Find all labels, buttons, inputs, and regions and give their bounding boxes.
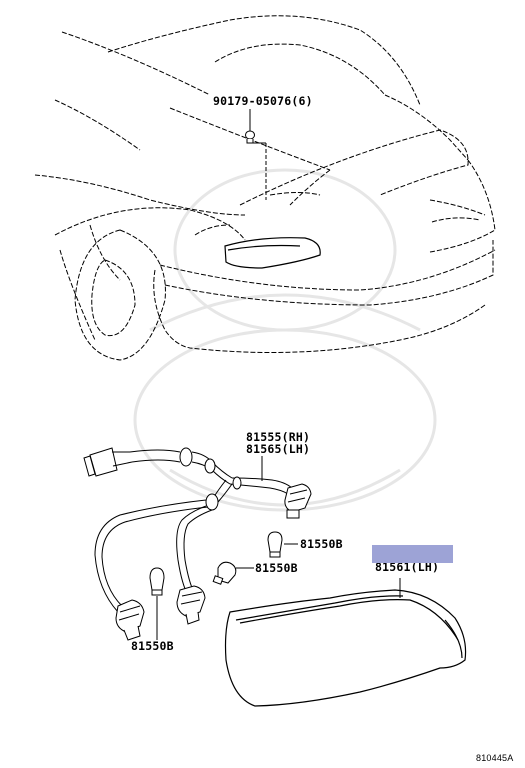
bulb-part-number-upper: 81550B — [300, 537, 343, 551]
bulb-icon — [150, 568, 164, 595]
wire-harness — [84, 448, 292, 612]
tail-lamp-on-vehicle — [225, 238, 320, 268]
bulb-socket-upper — [285, 484, 311, 518]
bulb-socket-lower-center — [177, 586, 205, 624]
bulb-icon — [213, 562, 236, 584]
redaction-box — [372, 545, 453, 563]
lens-lh-part-number: 81561(LH) — [375, 560, 440, 574]
figure-code: 810445A — [476, 753, 514, 763]
socket-lh-part-number: 81565(LH) — [246, 442, 311, 456]
leader-lines — [157, 456, 400, 640]
bulb-socket-lower-left — [116, 600, 144, 640]
vehicle-rear-outline — [35, 16, 495, 360]
bolt-icon — [246, 131, 255, 143]
tail-lamp-lens — [226, 590, 466, 706]
bulb-icon — [268, 532, 282, 557]
bolt-part-number: 90179-05076(6) — [213, 94, 313, 108]
bulb-part-number-middle: 81550B — [255, 561, 298, 575]
bulb-part-number-lower: 81550B — [131, 639, 174, 653]
bolt-leader — [250, 109, 266, 200]
socket-rh-part-number: 81555(RH) — [246, 430, 311, 444]
